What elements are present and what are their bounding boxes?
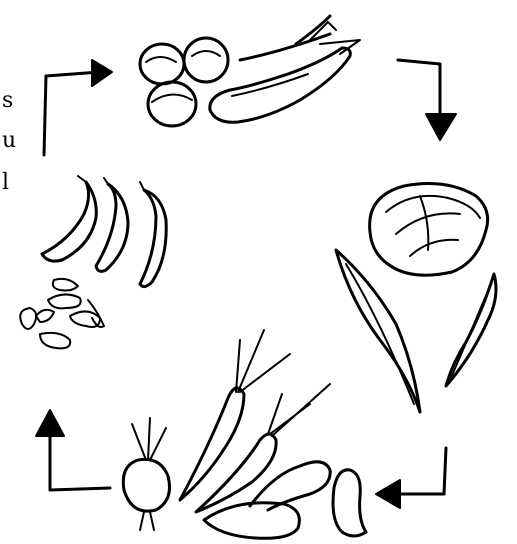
beans-illustration — [20, 176, 166, 348]
arrow-bottom-left — [36, 410, 110, 490]
legumes-and-eggplant-illustration — [140, 16, 360, 126]
arrow-top-left — [44, 60, 112, 155]
arrow-bottom-right — [376, 448, 446, 508]
arrow-top-right — [398, 60, 456, 140]
cabbage-and-leaves-illustration — [336, 184, 496, 412]
roots-and-tubers-illustration — [123, 330, 366, 538]
